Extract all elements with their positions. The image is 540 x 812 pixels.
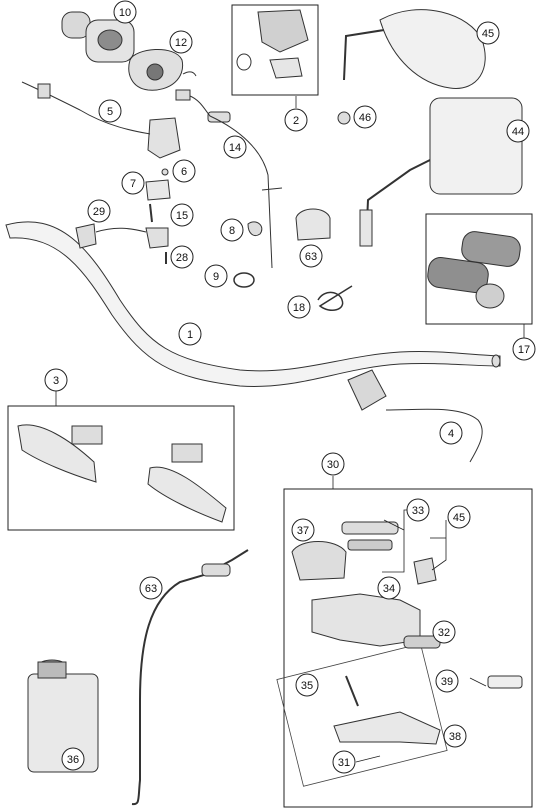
mirror-43 (343, 9, 486, 89)
callout-38: 38 (443, 724, 467, 748)
svg-text:38: 38 (449, 731, 461, 743)
callout-18: 18 (287, 295, 311, 319)
callout-42: 44 (506, 119, 530, 143)
callout-37: 37 (291, 518, 315, 542)
callout-14: 14 (223, 135, 247, 159)
callout-3: 3 (44, 368, 68, 392)
screw-15 (149, 203, 153, 223)
handlebar-end (491, 354, 501, 368)
throttle-housing (61, 11, 135, 63)
screw-6 (161, 168, 169, 176)
callout-30: 30 (321, 452, 345, 476)
callout-35: 35 (295, 673, 319, 697)
svg-text:39: 39 (441, 676, 453, 688)
callout-10: 10 (113, 0, 137, 24)
callout-1: 1 (178, 322, 202, 346)
svg-text:7: 7 (130, 178, 136, 190)
svg-text:63: 63 (145, 583, 157, 595)
callout-44: 46 (353, 105, 377, 129)
nut-44 (337, 111, 351, 125)
grips-17 (427, 231, 521, 309)
svg-text:6: 6 (181, 166, 187, 178)
callout-39: 39 (435, 669, 459, 693)
svg-text:45: 45 (482, 28, 494, 40)
throttle-cover (128, 48, 197, 91)
switch-piece-7 (145, 179, 171, 201)
callout-29: 29 (87, 199, 111, 223)
fluid-bottle-36 (27, 659, 99, 773)
left-switch (21, 81, 181, 159)
clamp-46 (295, 208, 331, 241)
svg-text:31: 31 (338, 757, 350, 769)
callout-36: 36 (61, 747, 85, 771)
mirror-42 (359, 97, 523, 247)
throttle-cable (175, 89, 283, 269)
callout-4: 4 (439, 421, 463, 445)
svg-text:28: 28 (176, 252, 188, 264)
svg-text:36: 36 (67, 754, 79, 766)
callout-31: 31 (332, 750, 356, 774)
callout-12: 12 (169, 30, 193, 54)
svg-text:15: 15 (176, 210, 188, 222)
svg-text:18: 18 (293, 302, 305, 314)
callout-32: 32 (432, 620, 456, 644)
callout-7: 7 (121, 171, 145, 195)
svg-text:12: 12 (175, 37, 187, 49)
callout-33: 33 (406, 498, 430, 522)
cable-63 (131, 549, 249, 806)
o-ring-9 (233, 272, 255, 288)
svg-text:8: 8 (229, 225, 235, 237)
callout-28: 28 (170, 245, 194, 269)
callout-17: 17 (512, 337, 536, 361)
svg-text:1: 1 (187, 329, 193, 341)
svg-text:45: 45 (453, 512, 465, 524)
callout-15: 15 (170, 203, 194, 227)
group-box-master-cylinder-lever (276, 643, 448, 787)
callout-63: 63 (139, 576, 163, 600)
callout-6: 6 (172, 159, 196, 183)
callout-43: 45 (476, 21, 500, 45)
svg-text:34: 34 (383, 583, 395, 595)
svg-text:37: 37 (297, 525, 309, 537)
group-box-2 (231, 4, 319, 96)
svg-text:2: 2 (293, 115, 299, 127)
master-cylinder-30 (291, 521, 523, 745)
svg-text:29: 29 (93, 206, 105, 218)
callout-34: 34 (377, 576, 401, 600)
callout-8: 8 (220, 218, 244, 242)
callout-45: 45 (447, 505, 471, 529)
svg-text:9: 9 (213, 271, 219, 283)
svg-text:14: 14 (229, 142, 241, 154)
callout-2: 2 (284, 108, 308, 132)
svg-text:3: 3 (53, 375, 59, 387)
svg-text:10: 10 (119, 7, 131, 19)
handlebar (5, 221, 501, 387)
callout-9: 9 (204, 264, 228, 288)
callout-46: 63 (299, 244, 323, 268)
switch-4 (347, 369, 483, 463)
callout-5: 5 (98, 99, 122, 123)
cable-tie-18 (317, 285, 353, 312)
svg-text:30: 30 (327, 459, 339, 471)
svg-text:44: 44 (512, 126, 524, 138)
svg-text:63: 63 (305, 251, 317, 263)
svg-text:32: 32 (438, 627, 450, 639)
svg-text:46: 46 (359, 112, 371, 124)
group-box-3 (7, 405, 235, 531)
kill-switch-29 (75, 223, 169, 249)
group-box-30 (283, 488, 533, 808)
svg-text:4: 4 (448, 428, 454, 440)
svg-text:35: 35 (301, 680, 313, 692)
switch-module-2 (236, 9, 309, 79)
svg-text:33: 33 (412, 505, 424, 517)
svg-text:17: 17 (518, 344, 530, 356)
handguards-3 (17, 424, 227, 523)
callout-layer: 10 12 5 2 14 6 7 15 29 28 8 9 63 18 45 4… (44, 0, 536, 774)
clip-8 (247, 221, 263, 237)
svg-text:5: 5 (107, 106, 113, 118)
group-box-17 (425, 213, 533, 325)
